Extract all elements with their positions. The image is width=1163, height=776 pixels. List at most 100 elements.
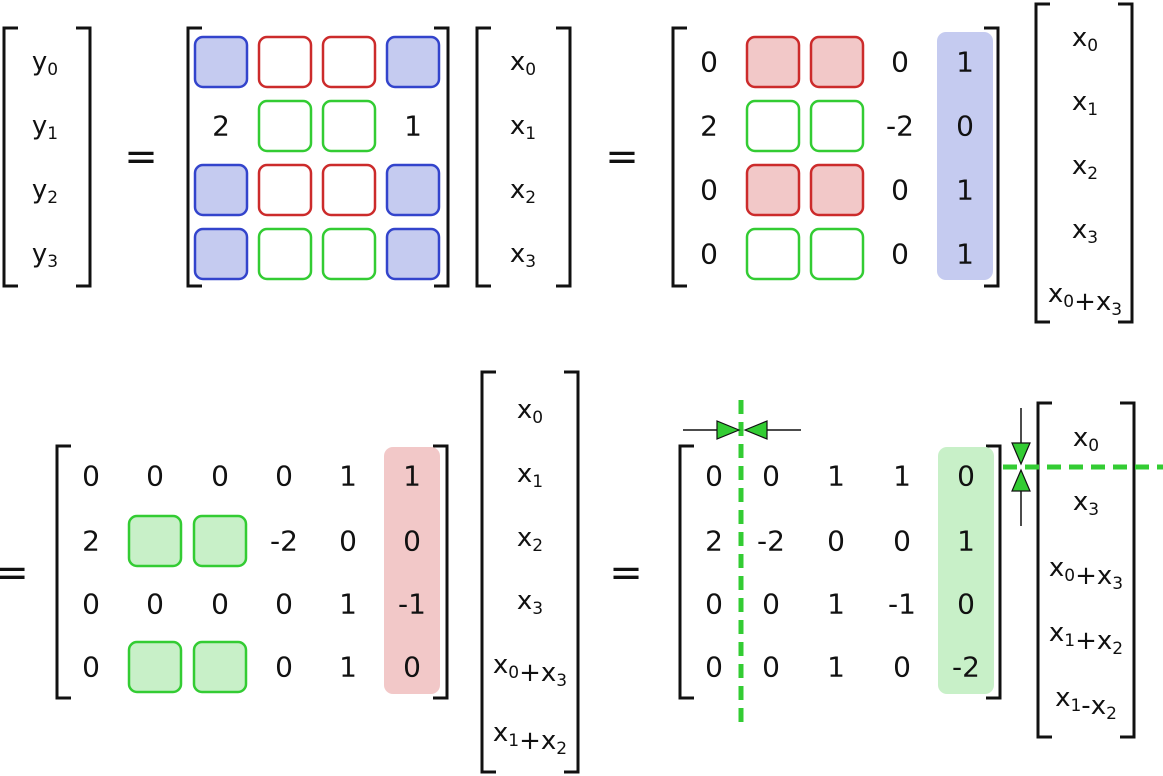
vector-entry: x0: [1073, 423, 1099, 456]
highlight-box: [257, 35, 313, 89]
highlight-box: [192, 514, 248, 568]
matrix-entry: 0: [403, 651, 421, 684]
highlight-box: [745, 99, 801, 153]
right-bracket: [433, 444, 449, 700]
right-bracket: [564, 370, 580, 774]
vector-entry: x1: [517, 459, 543, 492]
output-vector-bracket: [2, 26, 92, 288]
left-bracket: [2, 26, 18, 288]
left-bracket: [475, 26, 491, 288]
matrix-entry: 2: [212, 110, 230, 143]
arrow-down-icon: [1011, 442, 1031, 466]
matrix-entry: 0: [705, 651, 723, 684]
equals-sign: =: [605, 134, 639, 180]
matrix-entry: 1: [339, 651, 357, 684]
matrix-entry: 1: [957, 525, 975, 558]
matrix-entry: 0: [893, 651, 911, 684]
matrix-entry: 1: [956, 174, 974, 207]
matrix-entry: 1: [403, 460, 421, 493]
matrix-entry: 0: [700, 174, 718, 207]
right-bracket: [76, 26, 92, 288]
matrix-entry: 0: [705, 588, 723, 621]
highlight-box: [809, 227, 865, 281]
highlight-box: [127, 640, 183, 694]
highlight-box: [193, 227, 249, 281]
matrix-entry: 0: [705, 460, 723, 493]
matrix-entry: 0: [827, 525, 845, 558]
vector-entry: x0+x3: [493, 650, 567, 691]
matrix-entry: 0: [275, 651, 293, 684]
right-bracket: [1120, 401, 1136, 739]
left-bracket: [480, 370, 496, 774]
matrix-entry: 0: [891, 46, 909, 79]
left-bracket: [1036, 401, 1052, 739]
vector-entry: x1: [1072, 87, 1098, 120]
matrix-entry: 1: [956, 238, 974, 271]
matrix-entry: 0: [146, 460, 164, 493]
vector-entry: x0: [517, 395, 543, 428]
matrix-entry: 0: [211, 588, 229, 621]
matrix-entry: 2: [700, 110, 718, 143]
highlight-box: [321, 163, 377, 217]
vector-entry: x0+x3: [1049, 553, 1123, 594]
matrix-entry: -2: [757, 525, 785, 558]
vector-entry: y0: [32, 47, 58, 80]
right-bracket: [986, 444, 1002, 700]
highlight-box: [192, 640, 248, 694]
highlight-box: [257, 227, 313, 281]
matrix-entry: 0: [956, 110, 974, 143]
matrix-entry: 0: [700, 46, 718, 79]
equals-sign: =: [124, 134, 158, 180]
matrix-b-bracket: [671, 26, 1000, 288]
matrix-entry: 2: [705, 525, 723, 558]
highlight-box: [809, 99, 865, 153]
matrix-entry: 1: [339, 588, 357, 621]
vertical-partition-arrows: [683, 420, 801, 440]
vector-entry: x1: [510, 111, 536, 144]
matrix-entry: 0: [82, 460, 100, 493]
matrix-entry: 1: [893, 460, 911, 493]
vector-entry: x3: [1073, 487, 1099, 520]
matrix-entry: 0: [762, 651, 780, 684]
matrix-entry: 1: [956, 46, 974, 79]
matrix-entry: 0: [700, 238, 718, 271]
highlight-box: [193, 35, 249, 89]
right-bracket: [984, 26, 1000, 288]
equals-sign: =: [0, 550, 29, 596]
matrix-entry: 0: [893, 525, 911, 558]
matrix-entry: 2: [82, 525, 100, 558]
vector-c-bracket: [480, 370, 580, 774]
left-bracket: [678, 444, 694, 700]
matrix-entry: 1: [827, 588, 845, 621]
left-bracket: [186, 26, 202, 288]
matrix-entry: 0: [339, 525, 357, 558]
matrix-entry: 0: [762, 588, 780, 621]
vector-entry: y2: [32, 175, 58, 208]
matrix-entry: 1: [827, 651, 845, 684]
arrow-up-icon: [1011, 468, 1031, 492]
matrix-d-bracket: [678, 444, 1002, 700]
matrix-entry: 0: [211, 460, 229, 493]
right-bracket: [434, 26, 450, 288]
vector-entry: x1+x2: [1049, 618, 1123, 659]
matrix-entry: -2: [886, 110, 914, 143]
vector-entry: x3: [517, 586, 543, 619]
arrow-right-icon: [716, 420, 741, 440]
horizontal-partition-arrows: [1011, 408, 1031, 526]
matrix-entry: 0: [957, 588, 975, 621]
matrix-entry: -1: [888, 588, 916, 621]
vector-d-bracket: [1036, 401, 1136, 739]
matrix-entry: 0: [891, 174, 909, 207]
matrix-entry: 0: [275, 588, 293, 621]
vector-b-bracket: [1034, 2, 1134, 324]
highlight-box: [321, 227, 377, 281]
vector-entry: x2: [517, 523, 543, 556]
matrix-entry: -2: [270, 525, 298, 558]
right-bracket: [1118, 2, 1134, 324]
